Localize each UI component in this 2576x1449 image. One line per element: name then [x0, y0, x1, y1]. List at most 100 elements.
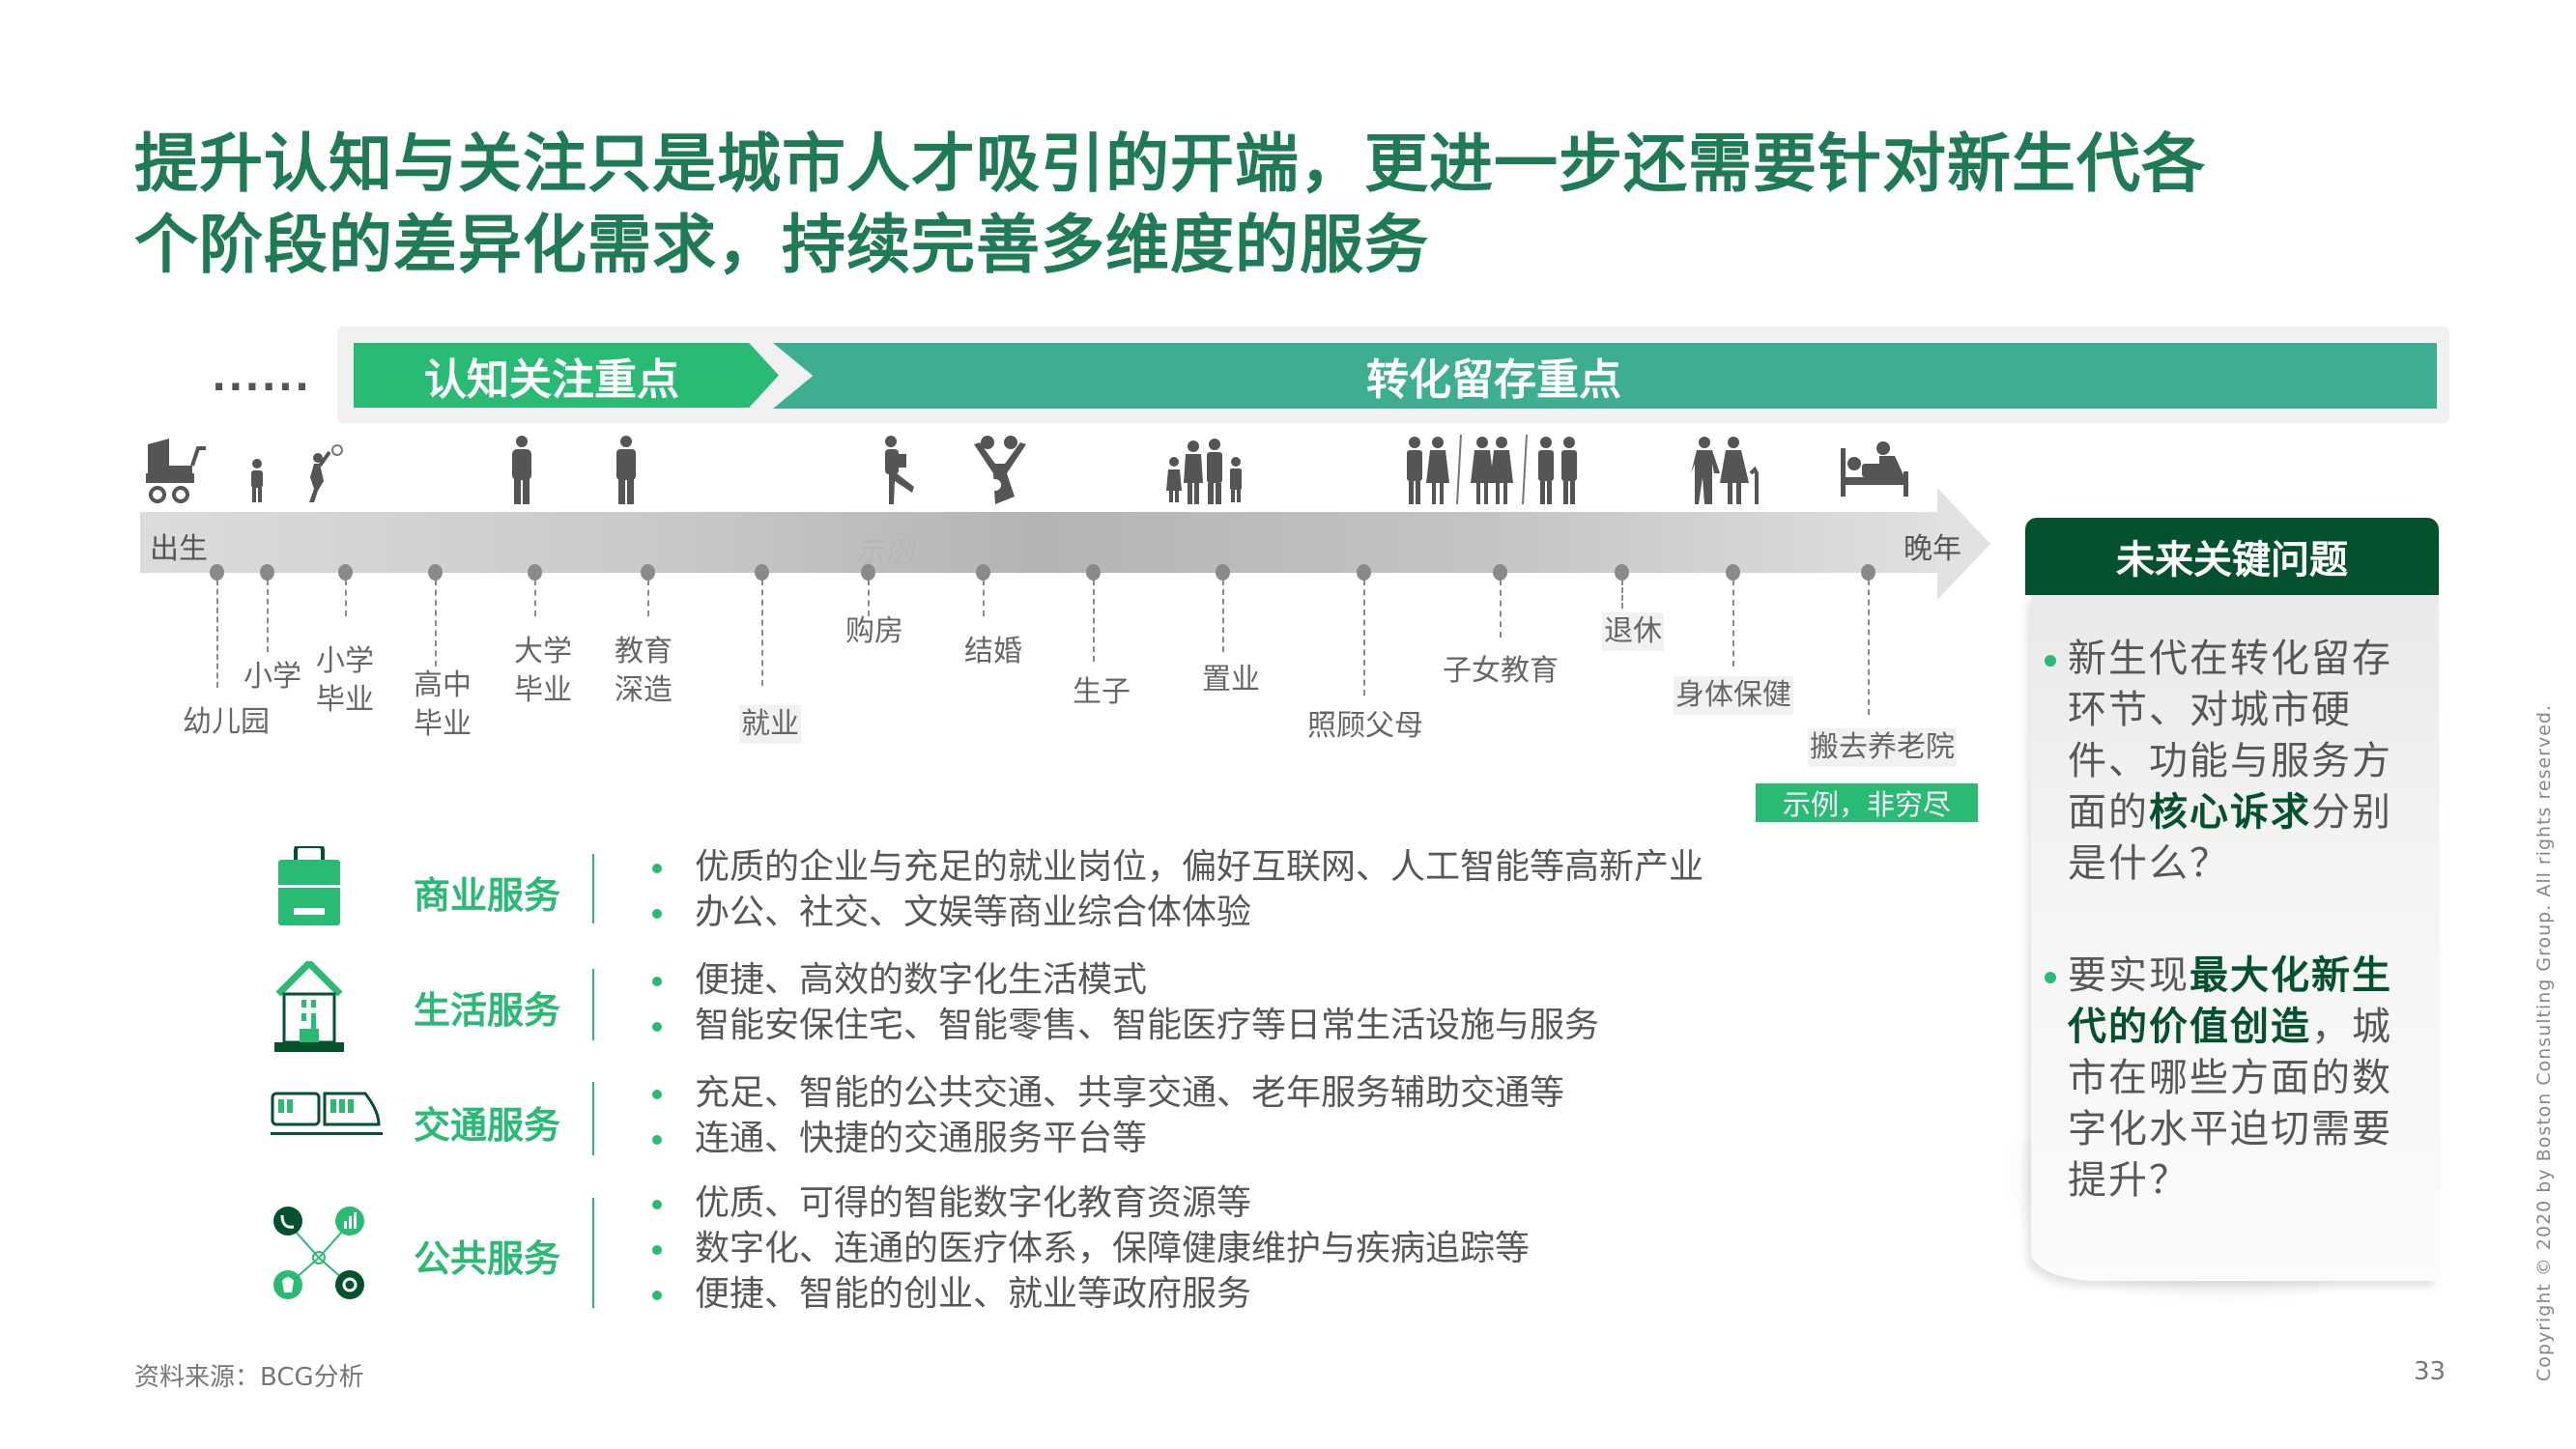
couples-group-icon	[1407, 435, 1577, 504]
milestone-dot-icon	[428, 564, 443, 581]
service-divider	[592, 1082, 594, 1155]
life-stage-icons	[0, 435, 2029, 507]
milestone-dashed-line	[267, 580, 269, 652]
service-divider	[592, 969, 594, 1040]
milestone-dot-icon	[1216, 564, 1230, 581]
page-title-line2: 个阶段的差异化需求，持续完善多维度的服务	[134, 208, 1429, 282]
life-timeline-arrow: 出生 示例 晚年	[140, 488, 1990, 600]
service-divider	[592, 1198, 594, 1308]
child-icon	[251, 459, 263, 502]
milestone-label: 就业	[739, 705, 801, 744]
page-number: 33	[2414, 1357, 2447, 1386]
service-item: 连通、快捷的交通服务平台等	[652, 1116, 1564, 1161]
timeline-end-label: 晚年	[1903, 532, 1961, 566]
milestone-label: 置业	[1202, 663, 1260, 696]
timeline-start-label: 出生	[150, 532, 208, 566]
service-row-transport: 交通服务 充足、智能的公共交通、共享交通、老年服务辅助交通等 连通、快捷的交通服…	[271, 1073, 1913, 1161]
milestone-label: 退休	[1602, 612, 1664, 651]
family-with-children-icon	[1166, 439, 1242, 504]
timeline-bar	[140, 512, 1937, 573]
service-items: 充足、智能的公共交通、共享交通、老年服务辅助交通等 连通、快捷的交通服务平台等	[652, 1070, 1564, 1161]
milestone-dashed-line	[216, 580, 218, 688]
key-questions-card: 未来关键问题 新生代在转化留存环节、对城市硬件、功能与服务方面的核心诉求分别是什…	[2025, 518, 2439, 1281]
milestone-dashed-line	[1621, 580, 1623, 609]
milestone-label: 生子	[1073, 675, 1131, 709]
graduate-in-suit-icon	[616, 436, 636, 504]
milestone-dashed-line	[534, 580, 536, 616]
service-label: 公共服务	[414, 1237, 561, 1280]
milestone-dot-icon	[755, 564, 769, 581]
milestone-label: 搬去养老院	[1808, 728, 1957, 767]
service-item: 便捷、高效的数字化生活模式	[652, 957, 1599, 1003]
milestone-dot-icon	[338, 564, 353, 581]
emphasis-core-needs: 核心诉求	[2149, 790, 2311, 835]
milestone-dot-icon	[528, 564, 542, 581]
service-row-commercial: 商业服务 优质的企业与充足的就业岗位，偏好互联网、人工智能等高新产业 办公、社交…	[271, 846, 1913, 935]
milestone-label: 照顾父母	[1307, 709, 1423, 743]
nursing-home-bed-icon	[1841, 441, 1908, 497]
elderly-couple-icon	[1691, 437, 1759, 504]
milestone-dot-icon	[976, 564, 990, 581]
train-icon	[271, 1092, 383, 1135]
milestone-dashed-line	[345, 580, 347, 616]
copyright-notice: Copyright © 2020 by Boston Consulting Gr…	[2533, 703, 2555, 1381]
milestone-label: 幼儿园	[183, 705, 270, 739]
service-items: 优质、可得的智能数字化教育资源等 数字化、连通的医疗体系，保障健康维护与疾病追踪…	[652, 1180, 1530, 1317]
student-with-books-icon	[512, 436, 531, 504]
child-playing-ball-icon	[309, 444, 343, 502]
person-carrying-box-icon	[885, 436, 914, 504]
milestone-dashed-line	[1363, 580, 1365, 696]
band-ellipsis: ......	[212, 355, 312, 400]
milestone-label: 身体保健	[1674, 676, 1793, 715]
service-row-living: 生活服务 便捷、高效的数字化生活模式 智能安保住宅、智能零售、智能医疗等日常生活…	[271, 960, 1913, 1058]
service-items: 优质的企业与充足的就业岗位，偏好互联网、人工智能等高新产业 办公、社交、文娱等商…	[652, 844, 1703, 935]
page-title-line1: 提升认知与关注只是城市人才吸引的开端，更进一步还需要针对新生代各	[134, 127, 2206, 201]
phase-conversion-retention: 转化留存重点	[773, 343, 2437, 409]
milestone-dashed-line	[1093, 580, 1095, 662]
milestone-dashed-line	[868, 580, 870, 616]
milestone-label: 小学 毕业	[316, 644, 374, 717]
shopping-bag-icon	[278, 846, 340, 925]
milestone-dot-icon	[210, 564, 224, 581]
milestone-label: 教育 深造	[615, 635, 673, 707]
network-services-icon	[273, 1207, 364, 1299]
bullet-icon	[2045, 655, 2056, 667]
service-item: 数字化、连通的医疗体系，保障健康维护与疾病追踪等	[652, 1226, 1530, 1271]
example-not-exhaustive-tag: 示例，非穷尽	[1756, 783, 1978, 822]
milestone-dot-icon	[260, 564, 274, 581]
card-title: 未来关键问题	[2025, 518, 2439, 595]
milestone-dot-icon	[1861, 564, 1875, 581]
milestone-label: 高中 毕业	[414, 668, 472, 741]
service-label: 交通服务	[414, 1104, 561, 1147]
service-divider	[592, 854, 594, 923]
service-item: 充足、智能的公共交通、共享交通、老年服务辅助交通等	[652, 1070, 1564, 1116]
milestone-dashed-line	[647, 580, 649, 616]
milestone-dashed-line	[1500, 580, 1502, 638]
page-title: 提升认知与关注只是城市人才吸引的开端，更进一步还需要针对新生代各 个阶段的差异化…	[134, 124, 2453, 286]
milestone-label: 小学	[243, 660, 301, 694]
couple-celebrating-icon	[974, 436, 1026, 504]
source-note: 资料来源：BCG分析	[134, 1363, 364, 1392]
milestone-dot-icon	[1086, 564, 1101, 581]
service-label: 生活服务	[414, 989, 561, 1032]
service-label: 商业服务	[414, 874, 561, 917]
service-item: 便捷、智能的创业、就业等政府服务	[652, 1271, 1530, 1317]
milestone-label: 结婚	[964, 635, 1022, 668]
milestone-dashed-line	[1222, 580, 1224, 652]
milestone-dashed-line	[435, 580, 437, 667]
milestone-dashed-line	[983, 580, 985, 616]
milestone-dot-icon	[1357, 564, 1371, 581]
service-item: 优质、可得的智能数字化教育资源等	[652, 1180, 1530, 1226]
milestone-dot-icon	[1615, 564, 1629, 581]
milestone-dashed-line	[761, 580, 763, 686]
milestone-dashed-line	[1732, 580, 1734, 667]
question-1: 新生代在转化留存环节、对城市硬件、功能与服务方面的核心诉求分别是什么？	[2045, 634, 2425, 890]
service-row-public: 公共服务 优质、可得的智能数字化教育资源等 数字化、连通的医疗体系，保障健康维护…	[271, 1183, 1913, 1320]
bullet-icon	[2045, 972, 2056, 983]
milestone-dot-icon	[1493, 564, 1507, 581]
milestone-dashed-line	[1868, 580, 1870, 715]
milestone-dot-icon	[1726, 564, 1740, 581]
emphasis-value-creation: 最大化新生代的价值创造	[2068, 953, 2392, 1049]
card-body: 新生代在转化留存环节、对城市硬件、功能与服务方面的核心诉求分别是什么？ 要实现最…	[2031, 595, 2439, 1281]
timeline-arrowhead	[1937, 488, 1990, 600]
